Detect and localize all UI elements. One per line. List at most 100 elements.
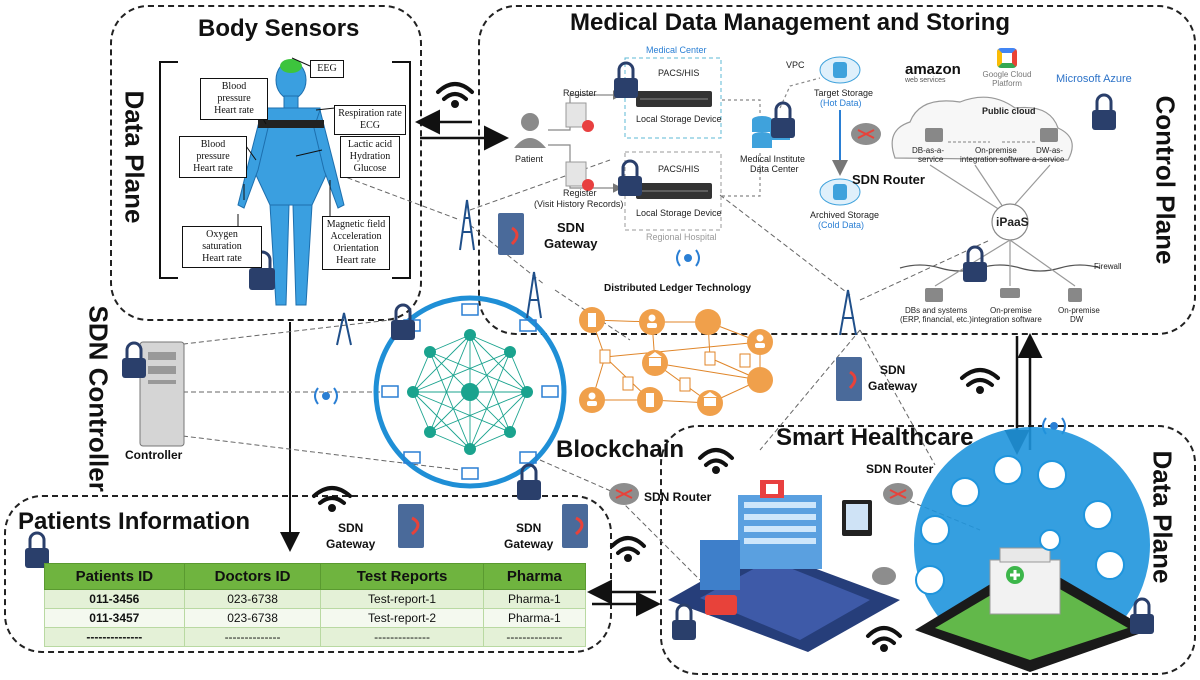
pacs-label-2: PACS/HIS [658, 164, 700, 174]
smart-city-illustration [668, 480, 900, 652]
dbs-systems-label-a: DBs and systems [905, 306, 968, 315]
eeg-cap [280, 59, 302, 73]
register-history-label-b: (Visit History Records) [534, 199, 624, 209]
lock-icon [25, 61, 1154, 640]
archived-storage-cold-label: (Cold Data) [818, 220, 865, 230]
blockchain-title: Blockchain [556, 436, 685, 463]
sensor-leaders [237, 57, 336, 228]
cloud-database-icons [925, 128, 1082, 302]
vpc-label: VPC [786, 60, 805, 70]
google-cloud-logo: Google Cloud Platform [972, 48, 1042, 88]
onprem-int-label-b: integration software [960, 155, 1030, 164]
archived-storage-cloud-icon [819, 178, 861, 206]
public-cloud-label: Public cloud [982, 106, 1036, 116]
blockchain-network [373, 295, 567, 489]
smartphone-hospital-illustration [914, 427, 1150, 672]
header-test-reports: Test Reports [320, 563, 484, 590]
body-sensors-region [110, 5, 422, 321]
sensor-eeg: EEG [310, 60, 344, 78]
institute-label-a: Medical Institute [740, 154, 806, 164]
pacs-label-1: PACS/HIS [658, 68, 700, 78]
smart-healthcare-title: Smart Healthcare [776, 424, 974, 451]
patient-person-icon [514, 113, 546, 148]
local-storage-1 [636, 91, 712, 107]
public-cloud-diagram [891, 96, 1101, 287]
table-row: -------------- -------------- ----------… [44, 627, 587, 647]
dlt-node-group [747, 367, 773, 393]
regional-hospital-label: Regional Hospital [646, 232, 717, 242]
gateway-server-icon [398, 213, 862, 548]
target-storage-hot-label: (Hot Data) [820, 98, 862, 108]
register-history-label-a: Register [563, 188, 597, 198]
dbs-systems-label-b: (ERP, financial, etc.) [900, 315, 972, 324]
header-doctors-id: Doctors ID [183, 563, 322, 590]
amazon-logo: amazon web services [905, 61, 961, 84]
target-storage-cloud-icon [819, 56, 861, 84]
ipaas-label: iPaaS [996, 215, 1029, 229]
firewall-label: Firewall [1094, 262, 1122, 271]
smart-healthcare-region [660, 425, 1196, 675]
medical-center-label: Medical Center [646, 45, 707, 55]
table-row: 011-3457 023-6738 Test-report-2 Pharma-1 [44, 608, 587, 628]
blockchain-laptop-icons [381, 303, 559, 480]
dlt-node-person [579, 387, 605, 413]
db-service-label-a: DB-as-a- [912, 146, 945, 155]
dw-service-label-a: DW-as- [1036, 146, 1063, 155]
header-patients-id: Patients ID [44, 563, 185, 590]
google-cloud-icon [997, 48, 1017, 68]
dw-service-label-b: a-service [1032, 155, 1065, 164]
local-storage-label-2: Local Storage Device [636, 208, 722, 218]
dlt-node-group [695, 309, 721, 335]
body-sensors-bracket [159, 61, 411, 279]
sdn-router-top-label: SDN Router [852, 172, 925, 187]
header-pharma: Pharma [482, 563, 587, 590]
radio-signal-icon [314, 249, 1066, 435]
sdn-router-right-label: SDN Router [866, 462, 934, 476]
dlt-node-person [639, 309, 665, 335]
onprem-dw-label-a: On-premise [1058, 306, 1100, 315]
dlt-network-links [591, 319, 761, 404]
dlt-node-person [747, 329, 773, 355]
antenna-tower-icon [336, 199, 857, 346]
local-storage-label-1: Local Storage Device [636, 114, 722, 124]
router-icon [609, 123, 913, 585]
health-service-icons [915, 455, 1125, 595]
table-header-row: Patients ID Doctors ID Test Reports Phar… [44, 563, 587, 590]
controller-server-icon [139, 341, 185, 447]
institute-label-b: Data Center [750, 164, 799, 174]
onprem-int2-label-b: integration software [972, 315, 1042, 324]
db-service-label-b: service [918, 155, 944, 164]
local-storage-2 [636, 183, 712, 199]
dlt-document-icons [599, 349, 751, 392]
controller-label: Controller [125, 448, 183, 462]
register-clipboard-icon [565, 102, 594, 132]
register-label: Register [563, 88, 597, 98]
medical-title: Medical Data Management and Storing [570, 9, 1011, 36]
archived-storage-label: Archived Storage [810, 210, 880, 220]
wifi-icon [312, 82, 1000, 652]
register-history-clipboard-icon [565, 161, 594, 191]
sdn-router-mid-label: SDN Router [644, 490, 712, 504]
patients-info-title: Patients Information [18, 508, 251, 535]
target-storage-label: Target Storage [814, 88, 874, 98]
onprem-int-label-a: On-premise [975, 146, 1017, 155]
medical-region [478, 5, 1196, 335]
table-row: 011-3456 023-6738 Test-report-1 Pharma-1 [44, 589, 587, 609]
body-sensors-title: Body Sensors [198, 15, 360, 42]
azure-logo: Microsoft Azure [1056, 73, 1132, 85]
chest-strap [258, 120, 324, 128]
dlt-label: Distributed Ledger Technology [604, 283, 752, 294]
onprem-dw-label-b: DW [1070, 315, 1084, 324]
onprem-int2-label-a: On-premise [990, 306, 1032, 315]
patients-info-table: Patients ID Doctors ID Test Reports Phar… [44, 563, 587, 647]
